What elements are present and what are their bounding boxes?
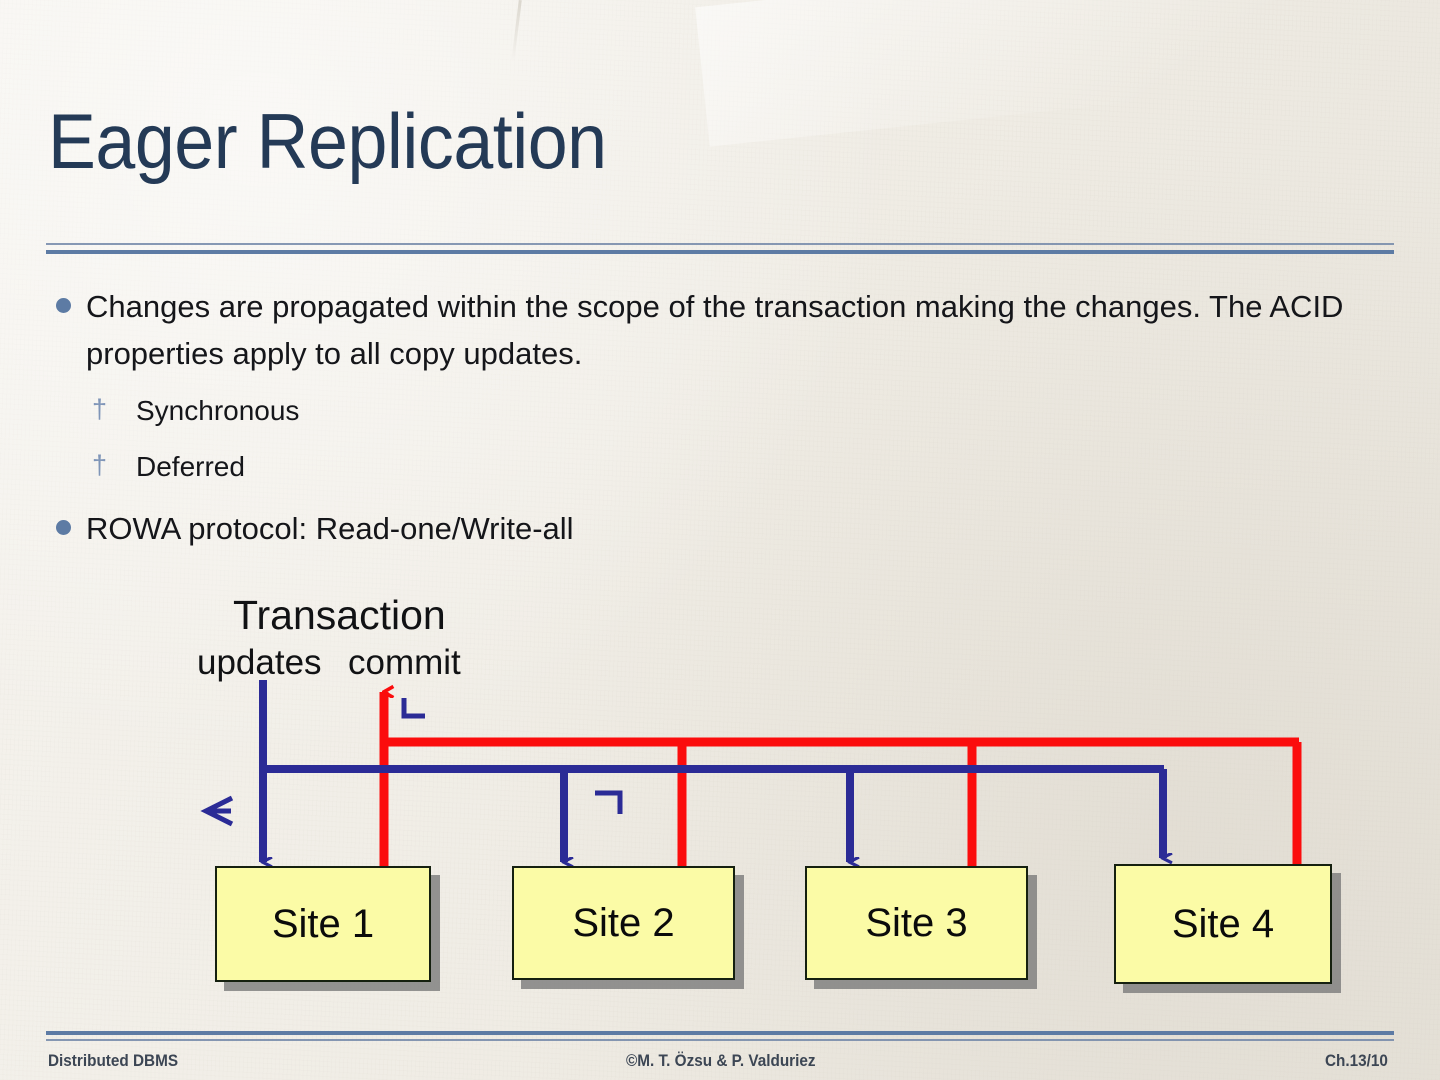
corner-tick-marks	[200, 698, 623, 827]
site-box-label: Site 4	[1171, 901, 1275, 946]
dagger-icon: †	[92, 450, 108, 480]
site-box-3: Site 3	[805, 866, 1028, 980]
header-rule-thin	[46, 243, 1394, 245]
site-box-label: Site 1	[271, 901, 375, 946]
diagram-label-updates: updates	[197, 643, 322, 682]
tick-mark-bottom-left	[401, 698, 425, 719]
tick-mark-top-right	[595, 790, 623, 814]
footer-rule-thick	[46, 1031, 1394, 1035]
tick-mark-chevron	[200, 795, 234, 827]
footer-left-text: Distributed DBMS	[48, 1051, 179, 1070]
site-box-1: Site 1	[215, 866, 431, 982]
site-box-4: Site 4	[1114, 864, 1332, 984]
dagger-icon: †	[92, 394, 108, 424]
diagram-label-commit: commit	[348, 643, 461, 682]
site-box-label: Site 2	[572, 900, 675, 945]
bullet-dot-icon	[56, 298, 71, 313]
bullet-text: Deferred	[136, 451, 245, 482]
bullet-item-4: ROWA protocol: Read-one/Write-all	[50, 505, 1380, 552]
commit-lines	[379, 692, 1302, 868]
footer-center-text: ©M. T. Özsu & P. Valduriez	[626, 1051, 816, 1070]
content-body: Changes are propagated within the scope …	[50, 283, 1380, 556]
bullet-dot-icon	[56, 520, 71, 535]
bullet-item-3: † Deferred	[50, 445, 1380, 489]
bullet-text: ROWA protocol: Read-one/Write-all	[86, 511, 574, 546]
footer-right-text: Ch.13/10	[1325, 1051, 1388, 1070]
bullet-text: Changes are propagated within the scope …	[86, 289, 1344, 371]
bullet-item-1: Changes are propagated within the scope …	[50, 283, 1380, 377]
bullet-text: Synchronous	[136, 395, 300, 426]
site-box-2: Site 2	[512, 866, 735, 980]
paper-crease-mark	[511, 0, 522, 62]
bullet-item-2: † Synchronous	[50, 389, 1380, 433]
header-rule-thick	[46, 250, 1394, 254]
footer-rule-thin	[46, 1039, 1394, 1041]
update-lines	[259, 680, 1164, 862]
site-box-label: Site 3	[865, 900, 968, 945]
diagram-label-transaction: Transaction	[233, 592, 446, 638]
page-title: Eager Replication	[48, 97, 607, 185]
paper-texture-highlight	[695, 0, 1440, 147]
